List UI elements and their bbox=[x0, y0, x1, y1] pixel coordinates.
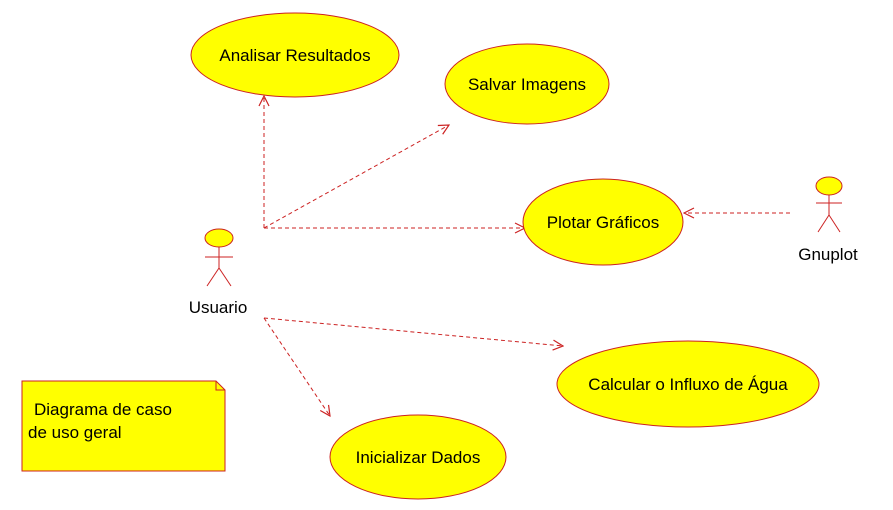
use-case-plotar[interactable]: Plotar Gráficos bbox=[522, 178, 684, 266]
use-case-inicializar[interactable]: Inicializar Dados bbox=[329, 414, 507, 500]
relationships bbox=[264, 96, 790, 416]
use-case-salvar[interactable]: Salvar Imagens bbox=[444, 43, 610, 125]
arrow-usuario-inicializar bbox=[263, 317, 330, 416]
actor-gnuplot[interactable]: Gnuplot bbox=[798, 176, 858, 264]
arrow-usuario-calcular bbox=[263, 317, 563, 346]
arrow-usuario-salvar bbox=[263, 125, 449, 229]
actor-label: Gnuplot bbox=[798, 245, 858, 264]
note-shape bbox=[21, 380, 226, 472]
use-case-label: Salvar Imagens bbox=[468, 75, 586, 94]
note-line-1: Diagrama de caso bbox=[34, 400, 172, 419]
use-case-calcular[interactable]: Calcular o Influxo de Água bbox=[556, 340, 820, 428]
stick-figure-icon bbox=[815, 176, 843, 233]
note[interactable]: Diagrama de caso de uso geral bbox=[21, 380, 226, 472]
use-case-label: Calcular o Influxo de Água bbox=[588, 375, 788, 394]
actor-label: Usuario bbox=[189, 298, 248, 317]
use-case-analisar[interactable]: Analisar Resultados bbox=[190, 12, 400, 98]
note-line-2: de uso geral bbox=[28, 423, 122, 442]
use-case-label: Analisar Resultados bbox=[219, 46, 370, 65]
use-case-label: Plotar Gráficos bbox=[547, 213, 659, 232]
stick-figure-icon bbox=[204, 228, 234, 287]
note-corner-fold bbox=[215, 381, 225, 391]
use-case-label: Inicializar Dados bbox=[356, 448, 481, 467]
actor-usuario[interactable]: Usuario bbox=[189, 228, 248, 317]
